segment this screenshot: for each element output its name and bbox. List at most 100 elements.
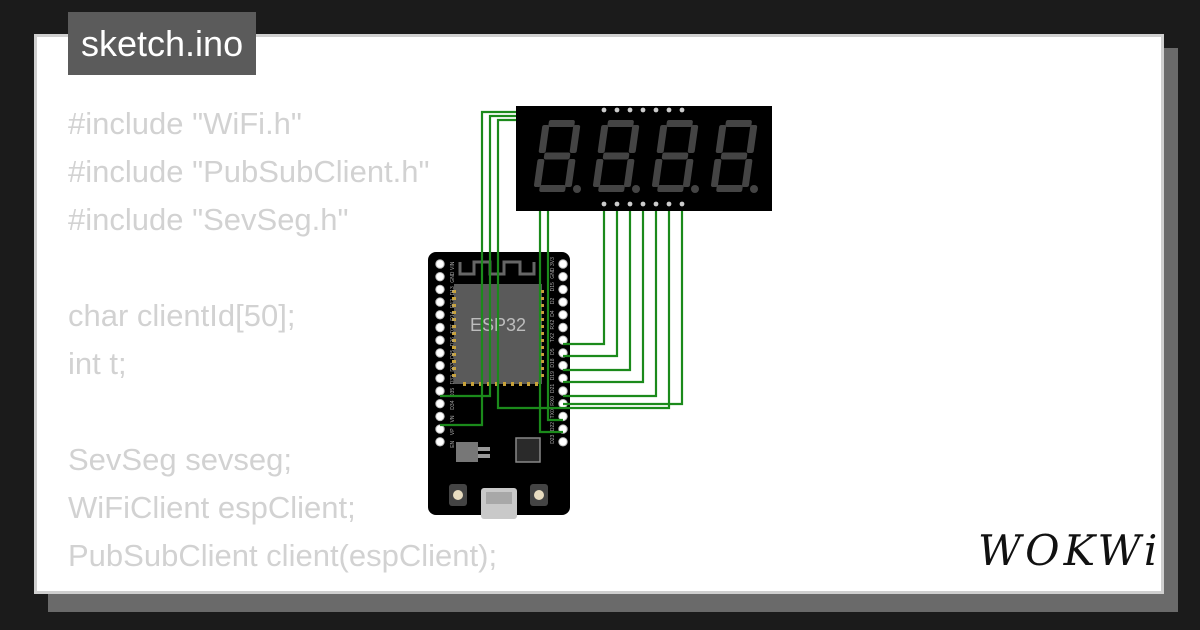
segment <box>720 152 748 160</box>
wire <box>563 204 658 398</box>
pin-label: VIN <box>450 261 456 270</box>
segment <box>725 120 752 127</box>
display-pin[interactable] <box>679 201 685 207</box>
code-line: WiFiClient espClient; <box>68 490 356 525</box>
pin-label: VN <box>450 415 456 422</box>
display-pin[interactable] <box>601 107 607 113</box>
pin-hole[interactable] <box>435 373 445 383</box>
pin-hole[interactable] <box>435 322 445 333</box>
decimal-point <box>691 185 699 193</box>
code-line: #include "SevSeg.h" <box>68 202 349 237</box>
pin-hole[interactable] <box>435 437 445 447</box>
wire <box>563 204 632 372</box>
segment <box>651 159 663 187</box>
segment <box>607 120 634 127</box>
pin-hole[interactable] <box>558 322 568 333</box>
pin-label: D13 <box>450 286 456 295</box>
pin-hole[interactable] <box>435 284 445 295</box>
pin-hole[interactable] <box>558 272 568 282</box>
digit <box>651 120 699 193</box>
pin-label: D12 <box>450 299 456 308</box>
display-pin[interactable] <box>653 107 659 113</box>
pin-label: D14 <box>450 311 456 320</box>
segment <box>628 125 640 153</box>
file-tab[interactable]: sketch.ino <box>68 12 257 75</box>
segment <box>569 125 581 153</box>
wire <box>563 204 619 358</box>
segment <box>656 125 668 153</box>
pin-label: D15 <box>550 282 556 291</box>
decimal-point <box>632 185 640 193</box>
pin-label: D35 <box>450 388 456 397</box>
pin-hole[interactable] <box>435 310 445 320</box>
code-line: char clientId[50]; <box>68 298 296 333</box>
pin-hole[interactable] <box>558 297 568 307</box>
pin-label: D18 <box>550 358 556 367</box>
segment <box>533 159 545 187</box>
segment <box>687 125 699 153</box>
pin-hole[interactable] <box>435 259 445 269</box>
display-pin[interactable] <box>640 107 646 113</box>
pin-label: D26 <box>450 337 456 346</box>
seven-segment-display[interactable] <box>516 106 772 211</box>
code-line: int t; <box>68 346 127 381</box>
pin-hole[interactable] <box>558 386 568 396</box>
code-line: #include "PubSubClient.h" <box>68 154 430 189</box>
segment <box>539 185 566 192</box>
pin-label: TX2 <box>550 333 556 342</box>
display-pin[interactable] <box>614 201 620 207</box>
pin-label: D34 <box>450 400 456 409</box>
digit <box>533 120 581 193</box>
segment <box>716 185 743 192</box>
pin-hole[interactable] <box>558 360 568 371</box>
decimal-point <box>750 185 758 193</box>
regulator <box>456 442 478 462</box>
display-pin[interactable] <box>679 107 685 113</box>
wire <box>563 204 671 410</box>
pin-label: D25 <box>450 350 456 359</box>
pin-hole[interactable] <box>558 259 568 269</box>
pin-hole[interactable] <box>435 399 445 409</box>
display-pin[interactable] <box>627 201 633 207</box>
pin-label: D2 <box>550 297 556 304</box>
pin-label: D21 <box>550 384 556 393</box>
pin-label: D22 <box>550 422 556 431</box>
display-pin[interactable] <box>614 107 620 113</box>
segment <box>538 125 550 153</box>
wokwi-logo: WOKWi <box>978 526 1162 575</box>
pin-hole[interactable] <box>435 272 445 282</box>
pin-hole[interactable] <box>435 360 445 371</box>
pin-label: D19 <box>550 371 556 380</box>
pin-label: RX2 <box>550 320 556 330</box>
pin-label: D32 <box>450 375 456 384</box>
display-pins <box>601 107 685 207</box>
display-pin[interactable] <box>640 201 646 207</box>
pin-hole[interactable] <box>435 348 445 358</box>
segment <box>543 152 571 160</box>
segment <box>746 125 758 153</box>
segment <box>661 152 689 160</box>
display-pin[interactable] <box>666 107 672 113</box>
pin-hole[interactable] <box>435 297 445 307</box>
segment <box>597 125 609 153</box>
display-pin[interactable] <box>627 107 633 113</box>
pin-label: 3V3 <box>550 257 556 266</box>
usb-uart-chip <box>515 437 541 463</box>
pin-label: VP <box>450 428 456 435</box>
display-pin[interactable] <box>653 201 659 207</box>
pin-hole[interactable] <box>435 386 445 396</box>
module-castellations <box>452 290 544 386</box>
pin-hole[interactable] <box>558 310 568 320</box>
segment <box>715 125 727 153</box>
pin-label: D27 <box>450 324 456 333</box>
segment <box>710 159 722 187</box>
pin-hole[interactable] <box>435 411 445 422</box>
pin-hole[interactable] <box>558 284 568 295</box>
pin-hole[interactable] <box>435 424 445 434</box>
display-pin[interactable] <box>666 201 672 207</box>
display-pin[interactable] <box>601 201 607 207</box>
pin-hole[interactable] <box>558 437 568 447</box>
pin-label: D4 <box>550 310 556 317</box>
pin-hole[interactable] <box>435 335 445 345</box>
